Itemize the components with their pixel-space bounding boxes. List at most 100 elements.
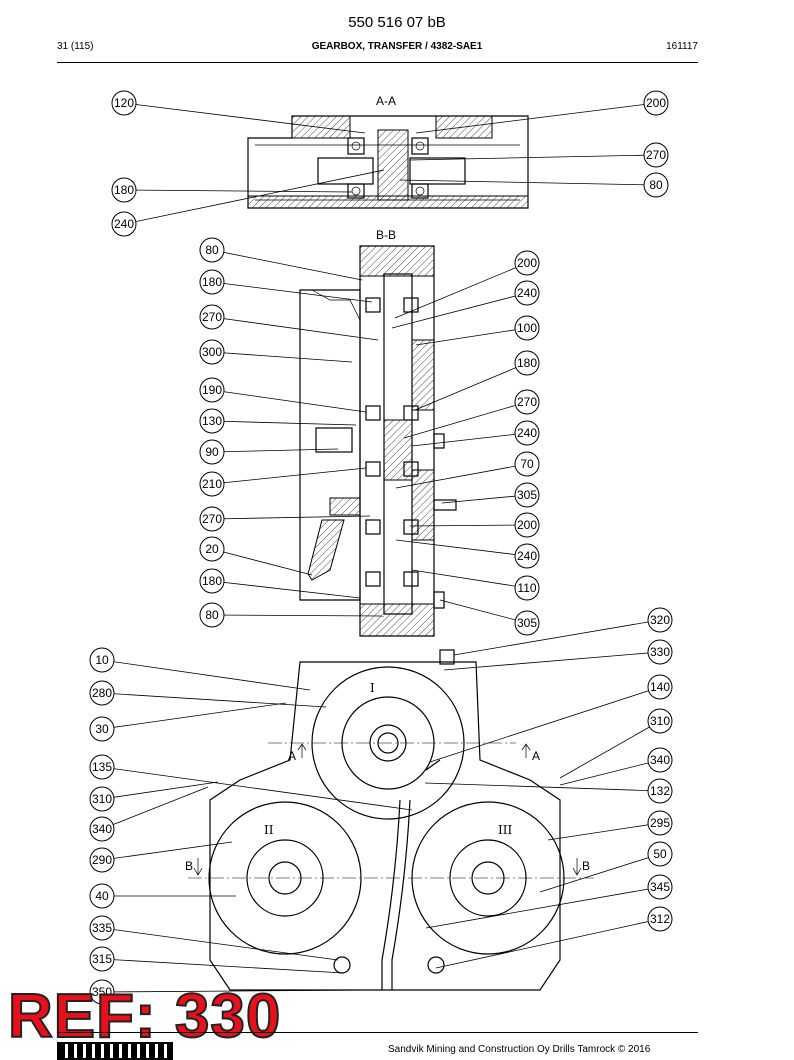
footer-rule [57, 1032, 698, 1033]
callout-bubble: 100 [514, 315, 540, 341]
callout-bubble: 30 [89, 716, 115, 742]
leader-line [123, 102, 366, 134]
callout-bubble: 310 [89, 786, 115, 812]
callout-bubble: 295 [647, 810, 673, 836]
leader-line [101, 958, 345, 974]
callout-bubble: 305 [514, 610, 540, 636]
callout-number: 305 [517, 616, 537, 630]
leader-line [211, 389, 367, 413]
callout-number: 110 [517, 581, 536, 595]
leader-line [211, 281, 373, 303]
callout-bubble: 80 [199, 602, 225, 628]
callout-bubble: 200 [514, 250, 540, 276]
callout-bubble: 330 [647, 639, 673, 665]
callout-number: 180 [114, 183, 134, 197]
callout-bubble: 210 [199, 471, 225, 497]
callout-number: 120 [114, 96, 134, 110]
leader-line [409, 524, 528, 527]
leader-line [101, 766, 413, 811]
leader-line [211, 548, 313, 576]
leader-line [414, 362, 528, 411]
section-bb-title: B-B [376, 228, 396, 242]
callout-number: 290 [92, 853, 112, 867]
callout-bubble: 90 [199, 439, 225, 465]
callout-number: 270 [202, 512, 222, 526]
leader-line [123, 189, 353, 193]
leader-line [211, 249, 363, 281]
callout-number: 180 [202, 275, 222, 289]
callout-number: 80 [205, 243, 219, 257]
section-bb-view: B-B [299, 228, 457, 637]
section-arrow-b-right: B [582, 859, 590, 873]
callout-bubble: 270 [199, 304, 225, 330]
leader-line [211, 614, 385, 617]
callout-bubble: 70 [514, 451, 540, 477]
leader-line [211, 448, 339, 453]
leader-line [101, 989, 381, 993]
callout-bubble: 335 [89, 915, 115, 941]
callout-bubble: 200 [643, 90, 669, 116]
callout-bubble: 120 [111, 90, 137, 116]
callout-number: 350 [92, 985, 112, 999]
leader-line [443, 651, 661, 671]
callout-bubble: 340 [647, 747, 673, 773]
leader-line [559, 720, 661, 779]
gearbox-front-view: I II III A A B B [185, 649, 594, 991]
callout-bubble: 240 [514, 420, 540, 446]
leader-line [539, 853, 661, 893]
callout-bubble: 300 [199, 339, 225, 365]
callout-number: 340 [92, 822, 112, 836]
callout-number: 180 [517, 356, 537, 370]
leader-line [424, 782, 661, 792]
leader-line [211, 351, 353, 363]
callout-bubble: 240 [514, 543, 540, 569]
callout-number: 200 [517, 256, 537, 270]
leader-line [435, 918, 661, 969]
callout-bubble: 350 [89, 979, 115, 1005]
callout-bubble: 110 [514, 575, 540, 601]
callout-number: 100 [517, 321, 537, 335]
leader-line [211, 420, 357, 426]
leader-line [415, 102, 657, 134]
callout-bubble: 132 [647, 778, 673, 804]
callout-bubble: 20 [199, 536, 225, 562]
callout-bubble: 270 [514, 389, 540, 415]
callout-bubble: 135 [89, 754, 115, 780]
callout-number: 345 [650, 880, 670, 894]
callout-number: 190 [202, 383, 222, 397]
callout-number: 40 [95, 889, 109, 903]
leader-line [211, 316, 379, 341]
callout-number: 80 [649, 178, 663, 192]
callout-number: 20 [205, 542, 219, 556]
leader-line [101, 702, 287, 730]
callout-number: 135 [92, 760, 112, 774]
callout-bubble: 200 [514, 512, 540, 538]
leader-line [439, 599, 528, 624]
leader-line [409, 154, 657, 161]
leader-line [559, 759, 661, 786]
leader-line [453, 619, 661, 656]
callout-number: 295 [650, 816, 670, 830]
leader-line [101, 786, 209, 830]
section-aa-view: A-A [247, 94, 529, 209]
callout-bubble: 40 [89, 883, 115, 909]
leader-line [391, 292, 528, 329]
callout-number: 200 [646, 96, 666, 110]
callout-bubble: 270 [643, 142, 669, 168]
callout-bubble: 310 [647, 708, 673, 734]
callout-bubble: 270 [199, 506, 225, 532]
leader-line [411, 432, 528, 447]
leader-line [101, 781, 219, 800]
leader-line [123, 169, 385, 225]
callout-number: 50 [653, 847, 667, 861]
callout-bubble: 50 [647, 841, 673, 867]
section-arrow-b-left: B [185, 859, 193, 873]
roman-numeral-3: III [498, 823, 512, 837]
roman-numeral-2: II [264, 823, 274, 837]
document-number: 550 516 07 bB [348, 14, 446, 31]
callout-number: 210 [202, 477, 222, 491]
callout-number: 335 [92, 921, 112, 935]
callout-bubble: 80 [199, 237, 225, 263]
callout-number: 270 [646, 148, 666, 162]
